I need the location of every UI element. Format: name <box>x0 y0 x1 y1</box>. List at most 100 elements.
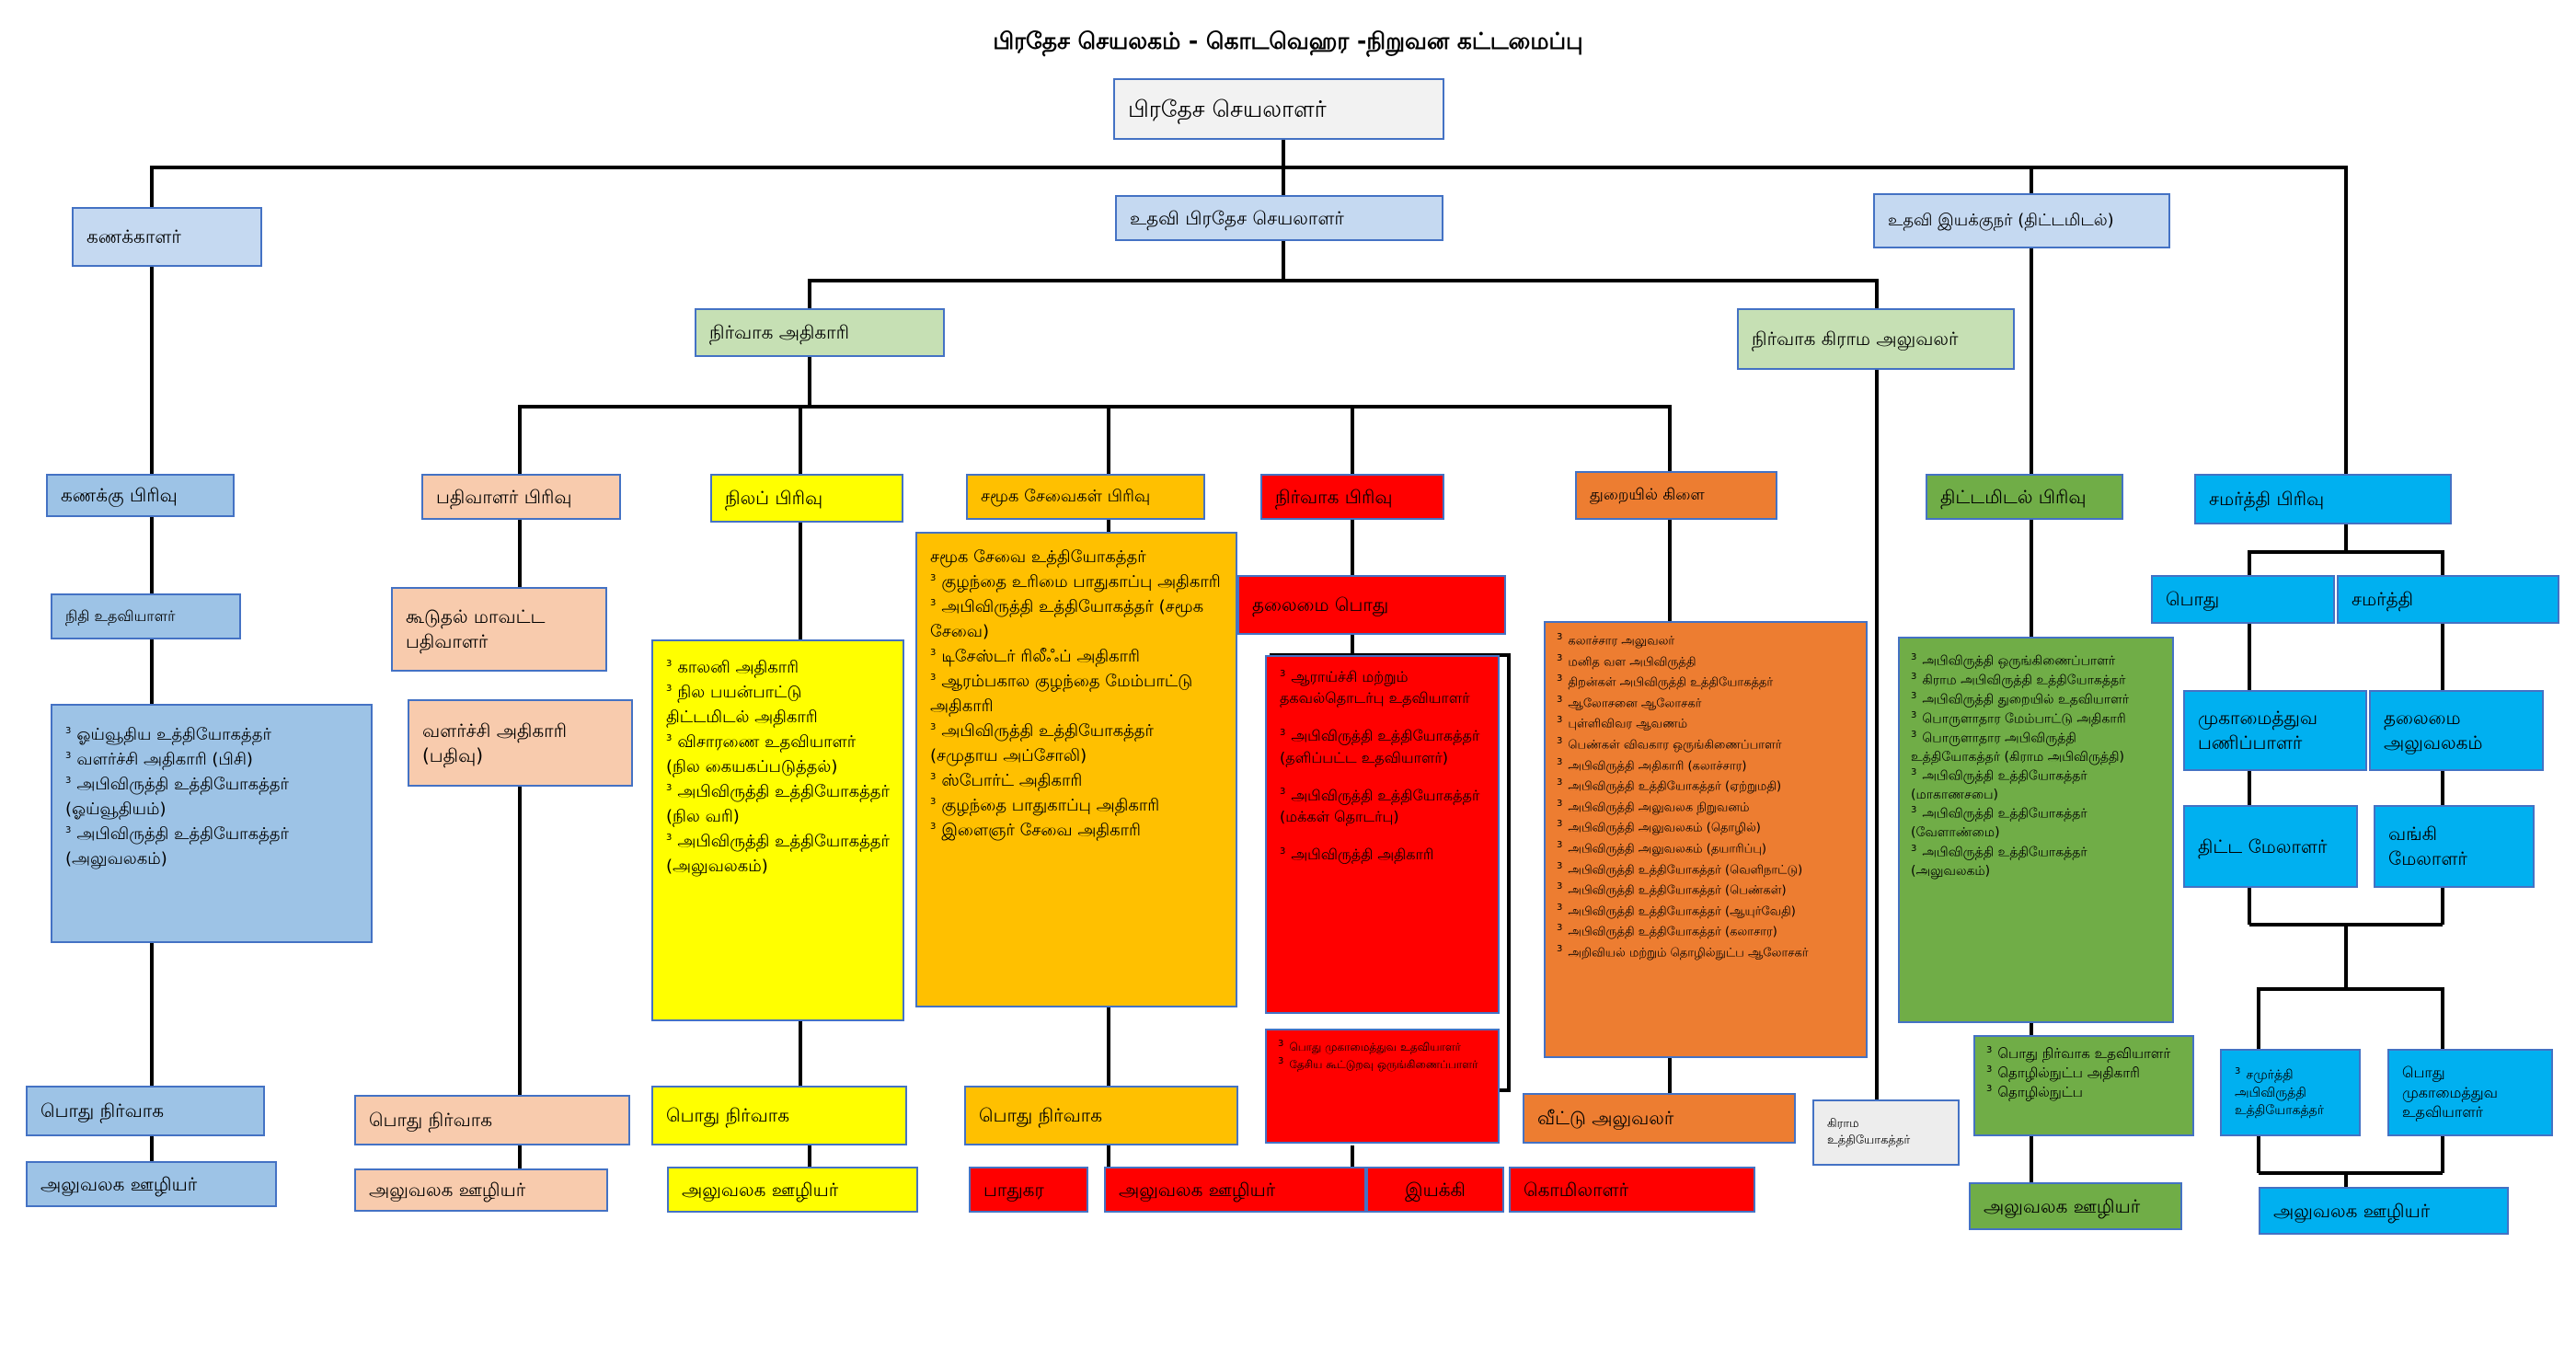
admin-officer-box: நிர்வாக அதிகாரி <box>695 308 945 357</box>
registrar-general-admin-box: பொது நிர்வாக <box>354 1095 630 1145</box>
assistant-secretary-box: உதவி பிரதேச செயலாளர் <box>1115 195 1443 241</box>
social-services-division-box: சமூக சேவைகள் பிரிவு <box>966 474 1205 520</box>
industry-branch-box: துறையில் கிளை <box>1575 471 1777 520</box>
accounts-office-staff-box: அலுவலக ஊழியர் <box>26 1161 277 1207</box>
home-officer-box: வீட்டு அலுவலர் <box>1523 1093 1796 1144</box>
registrar-dev-officer-box: வளர்ச்சி அதிகாரி (பதிவு) <box>408 699 633 787</box>
planning-division-box: திட்டமிடல் பிரிவு <box>1926 474 2123 520</box>
land-division-box: நிலப் பிரிவு <box>710 474 903 523</box>
accounts-general-admin-box: பொது நிர்வாக <box>26 1086 265 1136</box>
land-general-admin-box: பொது நிர்வாக <box>651 1086 907 1145</box>
divisional-secretary-box: பிரதேச செயலாளர் <box>1113 78 1444 140</box>
general-box: பொது <box>2151 575 2335 624</box>
general-mgmt-assistant-box: பொது முகாமைத்துவ உதவியாளர் <box>2387 1049 2553 1136</box>
admin-gn-officer-box: நிர்வாக கிராம அலுவலர் <box>1737 308 2015 370</box>
chief-general-box: தலைமை பொது <box>1237 575 1506 635</box>
accounts-division-box: கணக்கு பிரிவு <box>46 474 235 517</box>
chart-title: பிரதேச செயலகம் - கொடவெஹர -நிறுவன கட்டமைப… <box>993 28 1583 54</box>
chief-office-box: தலைமை அலுவலகம் <box>2369 690 2544 771</box>
bank-manager-box: வங்கி மேலாளர் <box>2374 805 2535 888</box>
admin-bottom-box: அலுவலக ஊழியர் <box>1104 1167 1366 1213</box>
finance-assistant-box: நிதி உதவியாளர் <box>51 593 241 639</box>
planning-office-staff-box: அலுவலக ஊழியர் <box>1969 1182 2182 1230</box>
registrar-office-staff-box: அலுவலக ஊழியர் <box>354 1168 608 1212</box>
social-lead-item: சமூக சேவை உத்தியோகத்தர் <box>930 547 1146 567</box>
admin-bottom-box: பாதுகர <box>969 1167 1088 1213</box>
village-officer-box: கிராம உத்தியோகத்தர் <box>1812 1099 1960 1166</box>
project-manager-box: திட்ட மேலாளர் <box>2183 805 2358 888</box>
management-director-box: முகாமைத்துவ பணிப்பாளர் <box>2183 690 2367 771</box>
samurdhi-office-staff-box: அலுவலக ஊழியர் <box>2259 1187 2509 1235</box>
social-general-admin-box: பொது நிர்வாக <box>964 1086 1238 1145</box>
admin-bottom-box: கொமிலாளர் <box>1509 1167 1755 1213</box>
samurdhi-division-box: சமர்த்தி பிரிவு <box>2194 474 2452 524</box>
registrar-division-box: பதிவாளர் பிரிவு <box>421 474 621 520</box>
land-office-staff-box: அலுவலக ஊழியர் <box>667 1167 918 1213</box>
admin-division-box: நிர்வாக பிரிவு <box>1260 474 1444 520</box>
samurdhi-box: சமர்த்தி <box>2337 575 2559 624</box>
additional-district-registrar-box: கூடுதல் மாவட்ட பதிவாளர் <box>391 587 607 672</box>
